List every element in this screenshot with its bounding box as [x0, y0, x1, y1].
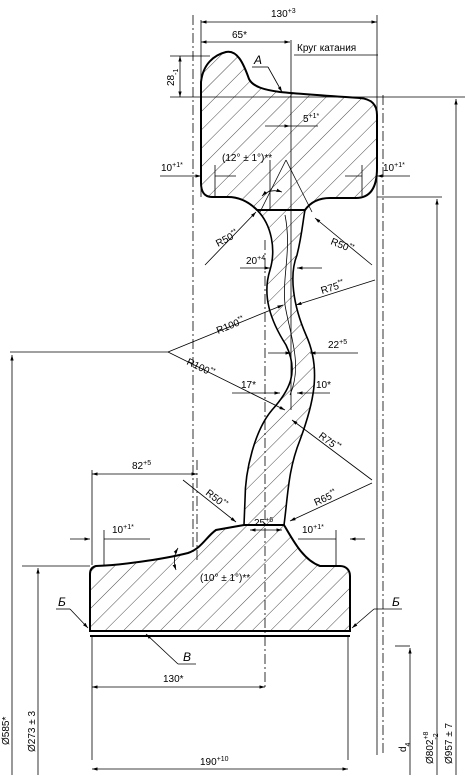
dim-left-10-top: 10+1*	[161, 162, 183, 174]
dim-web-20: 20+4	[246, 255, 265, 267]
rim-details: (12° ± 1°)** 10+1* 10+1*	[160, 153, 410, 213]
dim-offset-5: 5+1*	[303, 113, 320, 125]
dim-r50-upper-right: R50**	[329, 236, 356, 256]
dim-10: 10*	[316, 380, 331, 391]
dim-hub-190: 190+10	[200, 756, 229, 768]
dim-hub-25: 25+6	[254, 517, 273, 529]
web-inner-curve	[284, 214, 296, 396]
dim-r75-upper: R75**	[319, 278, 346, 297]
dim-right-10-bottom: 10+1*	[302, 524, 324, 536]
dim-17: 17*	[241, 380, 256, 391]
dim-r65: R65**	[312, 488, 339, 509]
dim-angle-top: (12° ± 1°)**	[222, 153, 272, 164]
dim-dia-585: Ø585*	[1, 717, 12, 745]
rolling-circle-label: Круг катания	[297, 43, 356, 54]
dim-dia-802: Ø802+8-2	[423, 731, 440, 764]
hub-section	[89, 524, 351, 632]
dim-r100-lower: R100**	[185, 356, 217, 380]
section-a-label: А	[253, 53, 262, 67]
dim-left-10-bottom: 10+1*	[112, 524, 134, 536]
section-b-left-label: Б	[58, 595, 66, 609]
dim-angle-bottom: (10° ± 1°)**	[200, 573, 250, 584]
dim-dia-957: Ø957 ± 7	[444, 722, 455, 764]
section-b-right-label: Б	[392, 595, 400, 609]
dim-hub-130: 130*	[163, 674, 184, 685]
dim-right-10-top: 10+1*	[383, 162, 405, 174]
centre-lines	[192, 15, 384, 755]
dim-d4: d4	[398, 742, 412, 752]
section-v-label: В	[183, 650, 191, 664]
diameter-dimensions: Ø585* Ø273 ± 3 d4 Ø802+8-2 Ø957 ± 7	[1, 99, 458, 775]
dim-rim-width: 65*	[232, 30, 247, 41]
dim-dia-273: Ø273 ± 3	[27, 710, 38, 752]
hub-dimensions: 82+5 25+6 10+1* 10+1* (10° ± 1°)** 130* …	[56, 460, 402, 771]
dim-r100-upper: R100**	[215, 315, 247, 337]
web-radii: R50** R50** 20+4 R75** R100** 22+5 R100*…	[10, 211, 376, 523]
top-dimensions: 130+3 65* Круг катания А 28-1 5+1*	[166, 8, 465, 128]
dim-r75-lower: R75**	[316, 430, 342, 454]
dim-r50-upper-left: R50**	[214, 228, 241, 250]
dim-hub-82: 82+5	[132, 460, 151, 472]
wheel-section	[89, 50, 378, 760]
dim-web-22: 22+5	[328, 339, 347, 351]
dim-r50-lower: R50**	[203, 487, 229, 511]
dim-top-width: 130+3	[271, 8, 296, 20]
dim-flange-height: 28-1	[166, 69, 180, 86]
rim-section	[200, 50, 378, 211]
